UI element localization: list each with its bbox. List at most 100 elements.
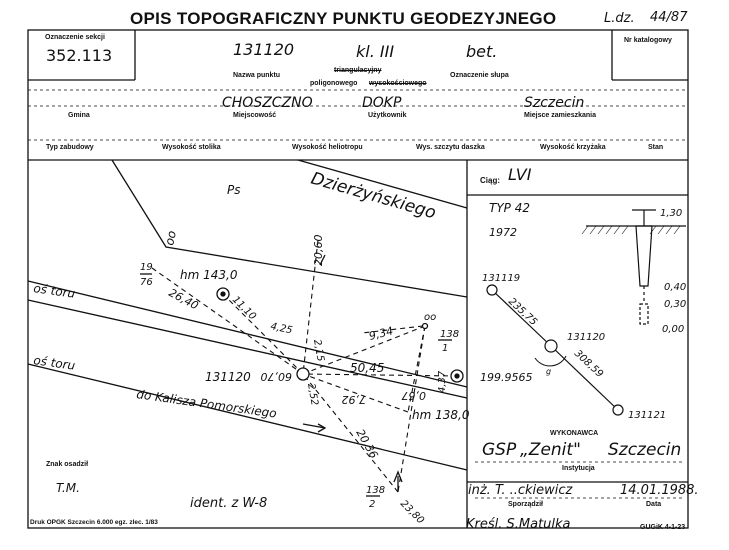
point-131119-marker — [486, 284, 498, 296]
dist-215: 2,15 — [311, 339, 326, 363]
rail-track-2 — [27, 363, 468, 471]
underground-plate — [639, 303, 649, 325]
gmina-value: CHOSZCZNO — [222, 95, 313, 111]
poligonowy-label: poligonowego — [310, 80, 358, 87]
dist-5045: 50,45 — [350, 361, 384, 375]
frac3-top: 138 — [366, 485, 385, 496]
uzytkownik-value: DOKP — [362, 95, 402, 111]
oo-marker — [421, 322, 429, 330]
angle-value: 199.9565 — [480, 371, 533, 384]
miejscowosc-label: Miejscowość — [233, 112, 277, 119]
angle-unit: g — [546, 367, 551, 376]
dist-934: 9,34 — [368, 324, 395, 343]
track-label-2: oś toru — [33, 353, 77, 373]
wys-stolika-label: Wysokość stolika — [162, 144, 221, 151]
miejsce-value: Szczecin — [524, 95, 585, 111]
point-131120-marker-right — [544, 339, 558, 353]
frac1-top: 19 — [140, 262, 153, 273]
dist-6070: 60,70 — [261, 370, 293, 383]
form-frame — [27, 29, 689, 529]
measure-line-1 — [151, 267, 304, 375]
street-edge — [111, 159, 468, 298]
oznaczenie-slupa-label: Oznaczenie słupa — [450, 72, 509, 79]
point-131121-marker — [612, 404, 624, 416]
wykonawca-value-3: Szczecin — [608, 440, 682, 460]
h040: 0,40 — [664, 282, 686, 293]
sporzadzil-value: inż. T. ..ckiewicz — [468, 483, 573, 498]
h000: 0,00 — [662, 324, 684, 335]
dist-425: 4,25 — [269, 321, 293, 336]
nazwa-punktu-label: Nazwa punktu — [233, 72, 281, 79]
pt131121-label: 131121 — [628, 410, 666, 421]
typ-zabudowy-label: Typ zabudowy — [46, 144, 94, 151]
data-label: Data — [646, 501, 662, 508]
typ-label: TYP 42 — [489, 201, 530, 215]
sekcja-value: 352.113 — [46, 46, 113, 65]
dist-067: 0,67 — [402, 389, 427, 402]
ident-label: ident. z W-8 — [190, 496, 268, 511]
ps-label: Ps — [227, 183, 241, 197]
rail-track-1 — [27, 280, 468, 388]
oo-road-label: oo — [162, 229, 179, 246]
street-edge-top — [297, 159, 468, 209]
dist-2380: 23,80 — [398, 498, 426, 526]
gugik-code: GUGiK 4-1-23 — [640, 524, 686, 531]
frac1-bottom: 76 — [140, 277, 153, 288]
gmina-label: Gmina — [68, 112, 90, 119]
znak-label: Znak osadził — [46, 461, 89, 468]
h130: 1,30 — [660, 208, 682, 219]
frac2-bottom: 1 — [442, 343, 448, 354]
dist-1110: 11,10 — [230, 294, 258, 322]
dist-23575: 235,75 — [506, 296, 539, 328]
wys-daszka-label: Wys. szczytu daszka — [416, 144, 485, 151]
frac3-bottom: 2 — [369, 499, 375, 510]
uzytkownik-label: Użytkownik — [368, 112, 407, 119]
kalisza-label: do Kalisza Pomorskiego — [136, 387, 278, 421]
hm1380-label: hm 138,0 — [412, 408, 470, 422]
wysokosciowy-label: wysokościowego — [369, 80, 427, 87]
street-label: Dzierżyńskiego — [309, 169, 439, 224]
point-131120-marker — [296, 367, 310, 381]
wys-krzyzaka-label: Wysokość krzyżaka — [540, 144, 606, 151]
hm1430-label: hm 143,0 — [180, 268, 238, 282]
point-number: 131120 — [233, 40, 295, 59]
ciag-value: LVI — [508, 165, 532, 184]
track-label-1: oś toru — [33, 281, 77, 301]
nr-katalogowy-label: Nr katalogowy — [624, 37, 672, 44]
data-value: 14.01.1988. — [620, 483, 699, 498]
oo-small-label: oo — [424, 312, 436, 323]
dist-437: 4,37 — [437, 370, 448, 393]
sekcja-label: Oznaczenie sekcji — [45, 34, 105, 41]
pillar-shape — [635, 225, 653, 287]
h030: 0,30 — [664, 299, 686, 310]
pt131120-label: 131120 — [567, 332, 605, 343]
rail-track-1b — [27, 299, 468, 399]
instytucja-label: Instytucja — [562, 465, 595, 472]
ldz-label: L.dz. — [604, 11, 635, 26]
pt131119-label: 131119 — [482, 273, 520, 284]
point-type: bet. — [466, 42, 498, 61]
kresl-label: Kreśl. S.Matulka — [466, 517, 571, 532]
dist-792: 7,92 — [342, 393, 367, 406]
sporzadzil-label: Sporządził — [508, 501, 544, 508]
year-label: 1972 — [489, 226, 517, 239]
triangulacyjny-label: triangulacyjny — [334, 67, 382, 74]
frac2-top: 138 — [440, 329, 459, 340]
stan-label: Stan — [648, 144, 664, 151]
miejsce-label: Miejsce zamieszkania — [524, 112, 596, 119]
dist-252: 2,52 — [305, 383, 320, 407]
druk-label: Druk OPGK Szczecin 6.000 egz. zlec. 1/83 — [30, 519, 158, 526]
point-class: kl. III — [356, 42, 395, 61]
wykonawca-value-1: GSP — [482, 440, 517, 460]
ldz-value: 44/87 — [650, 10, 688, 25]
znak-value: T.M. — [56, 481, 80, 495]
dist-2060: 20,60 — [312, 235, 325, 267]
wykonawca-label: WYKONAWCA — [550, 430, 599, 437]
form-title: OPIS TOPOGRAFICZNY PUNKTU GEODEZYJNEGO — [130, 9, 557, 28]
wykonawca-value-2: „Zenit" — [520, 440, 581, 460]
wys-heliotropu-label: Wysokość heliotropu — [292, 144, 363, 151]
sketch-point-label: 131120 — [205, 370, 251, 384]
ciag-label: Ciąg: — [480, 176, 500, 185]
dist-30859: 308,59 — [572, 348, 605, 380]
